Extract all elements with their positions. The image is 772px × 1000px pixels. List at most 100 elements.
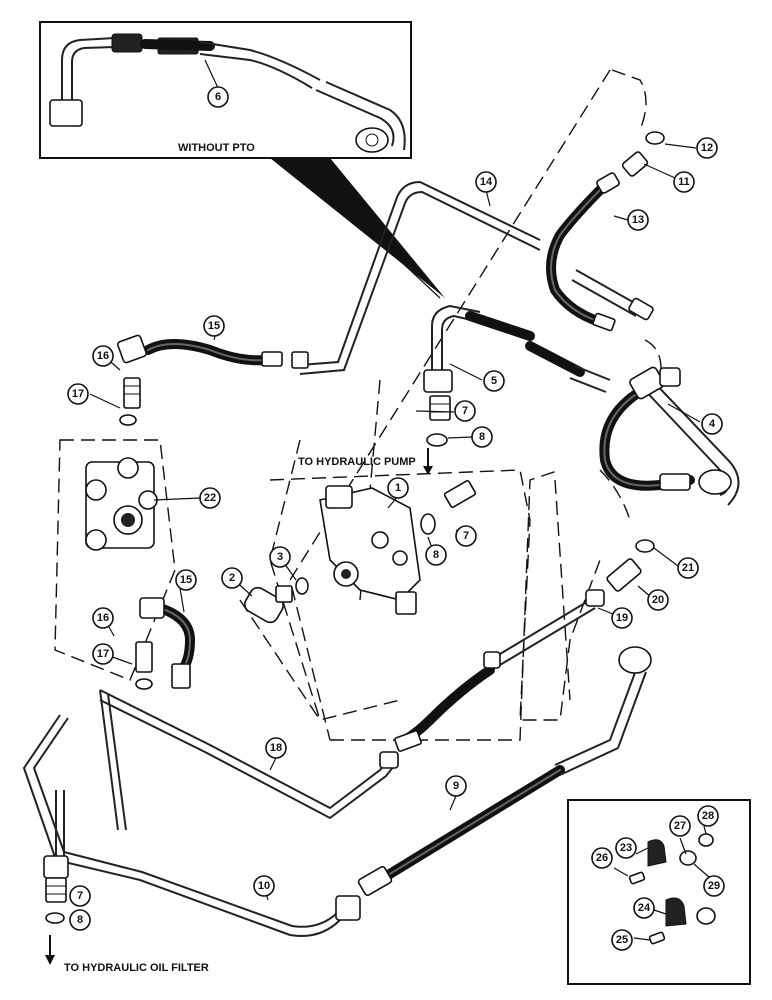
callout-15-lower: 15 [175,569,197,591]
o-ring-17-lower [135,678,153,690]
callout-23: 23 [615,837,637,859]
callout-11: 11 [673,171,695,193]
callout-29: 29 [703,875,725,897]
svg-text:25: 25 [616,934,628,946]
svg-text:11: 11 [678,176,690,188]
svg-text:6: 6 [215,91,221,103]
o-ring-8-upper [426,433,448,447]
callout-20: 20 [647,589,669,611]
hose-9 [357,646,652,896]
svg-text:5: 5 [491,375,497,387]
o-ring-12 [645,131,665,145]
callout-1: 1 [387,477,409,499]
svg-text:22: 22 [204,492,216,504]
tube-19 [394,589,605,752]
tube-14 [299,180,541,375]
svg-text:19: 19 [616,612,628,624]
hose-15-upper [117,334,309,369]
fitting-7-pump [443,480,477,508]
callout-8-upper: 8 [471,426,493,448]
callout-7-upper: 7 [454,400,476,422]
callout-25: 25 [611,929,633,951]
svg-text:7: 7 [462,405,468,417]
callout-12: 12 [696,137,718,159]
callout-2: 2 [221,567,243,589]
o-ring-3 [295,577,309,595]
callout-16-upper: 16 [92,345,114,367]
callout-14: 14 [475,171,497,193]
svg-text:26: 26 [596,852,608,864]
svg-text:16: 16 [97,350,109,362]
svg-text:13: 13 [632,214,644,226]
svg-text:7: 7 [463,530,469,542]
svg-text:1: 1 [395,482,401,494]
tube-18 [99,689,399,831]
fitting-16-lower [135,641,153,673]
svg-text:17: 17 [72,388,84,400]
without-pto-inset: WITHOUT PTO [39,21,445,299]
hose-13 [546,172,654,332]
callout-26: 26 [591,847,613,869]
svg-text:8: 8 [77,914,83,926]
pump-1 [319,485,421,615]
hose-4 [599,366,740,506]
callout-13: 13 [627,209,649,231]
svg-text:3: 3 [277,551,283,563]
callout-9: 9 [445,775,467,797]
callout-4: 4 [701,413,723,435]
svg-text:2: 2 [229,572,235,584]
tube-5 [423,304,611,393]
svg-text:17: 17 [97,648,109,660]
svg-text:27: 27 [674,820,686,832]
callout-7-pump: 7 [455,525,477,547]
callout-16-lower: 16 [92,607,114,629]
callout-27: 27 [669,815,691,837]
fitting-20 [606,558,642,592]
svg-text:15: 15 [180,574,192,586]
svg-text:7: 7 [77,890,83,902]
svg-text:16: 16 [97,612,109,624]
svg-text:29: 29 [708,880,720,892]
hose-15-lower [139,597,196,689]
to-hydraulic-pump-label: TO HYDRAULIC PUMP [298,456,416,468]
elbow-2 [244,585,293,624]
callout-5: 5 [483,370,505,392]
svg-text:21: 21 [682,562,694,574]
arrow-to-oil-filter [45,935,55,965]
svg-text:24: 24 [638,902,651,914]
fitting-11 [621,151,649,177]
svg-text:8: 8 [433,549,439,561]
o-ring-21 [635,539,655,553]
to-hydraulic-oil-filter-label: TO HYDRAULIC OIL FILTER [64,962,209,974]
o-ring-17-upper [119,414,137,426]
fitting-7-upper [429,395,451,421]
fitting-16-upper [123,377,141,409]
arrow-to-pump [423,448,433,475]
o-ring-8-pump [420,513,436,535]
fitting-7-lower [45,877,67,903]
callout-8-lower: 8 [69,909,91,931]
svg-text:9: 9 [453,780,459,792]
callout-28: 28 [697,805,719,827]
svg-text:23: 23 [620,842,632,854]
callout-6: 6 [207,86,229,108]
callout-17-lower: 17 [92,643,114,665]
callout-18: 18 [265,737,287,759]
svg-text:28: 28 [702,810,714,822]
callout-8-pump: 8 [425,544,447,566]
callout-22: 22 [199,487,221,509]
valve-22 [85,457,158,551]
svg-text:14: 14 [480,176,493,188]
svg-text:8: 8 [479,431,485,443]
without-pto-label: WITHOUT PTO [178,142,255,154]
svg-text:12: 12 [701,142,713,154]
callout-17-upper: 17 [67,383,89,405]
svg-text:18: 18 [270,742,282,754]
svg-text:4: 4 [709,418,716,430]
tube-10 [22,714,361,937]
callout-7-lower: 7 [69,885,91,907]
callout-15-upper: 15 [203,315,225,337]
callout-21: 21 [677,557,699,579]
o-ring-8-lower [45,912,65,924]
